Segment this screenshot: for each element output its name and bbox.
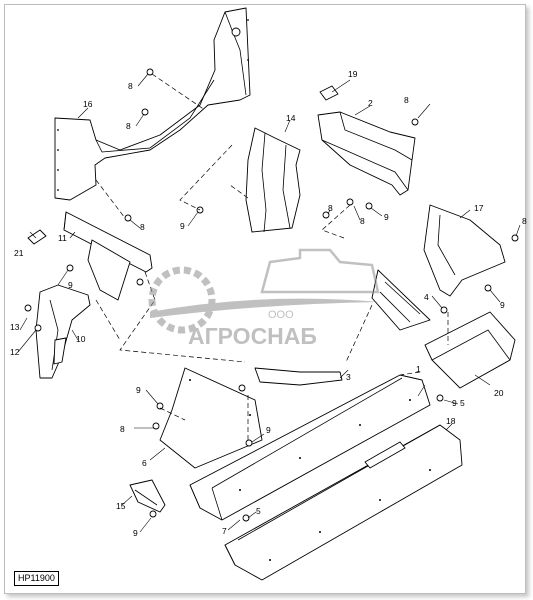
hardware-bolts <box>24 68 519 522</box>
tractor-icon <box>260 248 380 294</box>
callout-number: 11 <box>58 233 67 243</box>
callout-number: 17 <box>474 203 484 213</box>
part-2-bracket-assembly <box>317 111 416 196</box>
callout-number: 9 <box>68 280 73 290</box>
leader-lines <box>17 73 521 533</box>
part-14-curved-sheet <box>245 127 301 233</box>
figure-code: HP11900 <box>14 571 59 586</box>
callout-number: 5 <box>460 398 465 408</box>
callout-number: 10 <box>76 334 86 344</box>
callout-number: 18 <box>446 416 456 426</box>
callout-number: 8 <box>360 216 365 226</box>
part-17-side-plate <box>423 204 506 297</box>
watermark-logo: ООО АГРОСНАБ <box>148 248 380 349</box>
callout-number: 21 <box>14 248 24 258</box>
callout-number: 19 <box>348 69 358 79</box>
callout-number: 9 <box>136 385 141 395</box>
callout-number: 8 <box>522 216 527 226</box>
part-3-middle-panel <box>254 269 431 386</box>
callout-number: 6 <box>142 458 147 468</box>
part-16-shroud-panel <box>54 7 251 201</box>
callout-number: 15 <box>116 501 126 511</box>
callout-number: 9 <box>384 212 389 222</box>
callout-number: 9 <box>500 300 505 310</box>
callout-number: 14 <box>286 113 296 123</box>
callout-number: 9 <box>180 221 185 231</box>
part-21-tab <box>27 229 47 245</box>
callout-number: 9 <box>452 398 457 408</box>
callout-labels: 1234556788888888999999991011121314151617… <box>10 69 527 538</box>
callout-number: 8 <box>126 121 131 131</box>
part-19-clip <box>319 85 339 101</box>
gear-icon <box>148 266 216 334</box>
part-20-guard <box>424 311 516 389</box>
watermark-company-name: АГРОСНАБ <box>188 323 317 349</box>
callout-number: 1 <box>416 364 421 374</box>
callout-number: 9 <box>133 528 138 538</box>
callout-number: 7 <box>222 526 227 536</box>
callout-number: 20 <box>494 388 504 398</box>
part-10-bracket <box>35 284 91 379</box>
part-18-bottom-rail <box>224 424 463 581</box>
callout-number: 4 <box>424 292 429 302</box>
watermark-company-prefix: ООО <box>268 309 294 321</box>
callout-number: 12 <box>10 347 20 357</box>
callout-number: 8 <box>120 424 125 434</box>
callout-number: 13 <box>10 322 20 332</box>
callout-number: 5 <box>256 506 261 516</box>
part-15-bracket <box>129 479 166 513</box>
callout-number: 8 <box>404 95 409 105</box>
callout-number: 3 <box>346 372 351 382</box>
callout-number: 8 <box>128 81 133 91</box>
callout-number: 16 <box>83 99 93 109</box>
callout-number: 2 <box>368 98 373 108</box>
part-11-channel <box>63 211 153 301</box>
alignment-lines <box>95 73 449 440</box>
callout-number: 8 <box>328 203 333 213</box>
callout-number: 8 <box>140 222 145 232</box>
part-6-panel <box>159 367 263 469</box>
callout-number: 9 <box>266 425 271 435</box>
